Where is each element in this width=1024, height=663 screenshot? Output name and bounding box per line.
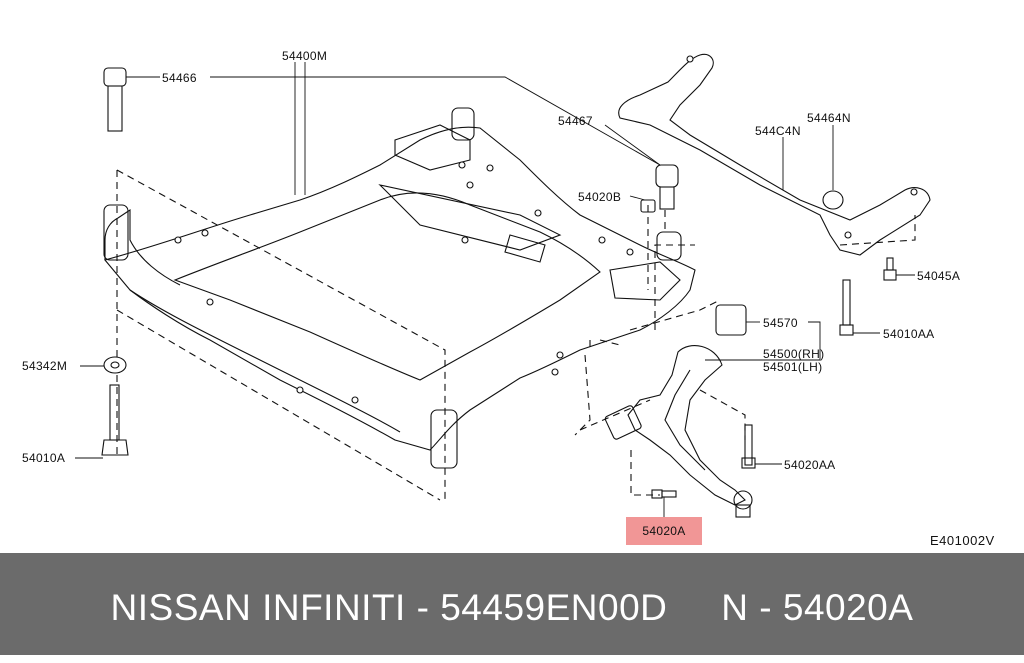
washer-54342M bbox=[103, 356, 127, 374]
callout-54020AA: 54020AA bbox=[784, 458, 836, 472]
callout-54400M: 54400M bbox=[282, 49, 328, 63]
stabilizer-bar bbox=[618, 53, 931, 256]
bushing-rear-left bbox=[430, 409, 458, 469]
bushing-54570 bbox=[715, 304, 747, 336]
lower-arm-inner bbox=[664, 369, 706, 471]
bolt-54466 bbox=[103, 67, 127, 132]
callout-54020A: 54020A bbox=[642, 524, 686, 538]
bolt-54010A bbox=[101, 384, 129, 456]
footer-banner: NISSAN INFINITI - 54459EN00D N - 54020A bbox=[0, 553, 1024, 655]
bushing-front-right bbox=[451, 107, 475, 141]
subframe-left-rail bbox=[104, 208, 181, 286]
callout-54010AA: 54010AA bbox=[883, 327, 935, 341]
subframe-rear-edge bbox=[129, 289, 401, 433]
arm-front-bushing bbox=[604, 405, 642, 440]
leader-54467 bbox=[210, 76, 661, 166]
callout-54342M: 54342M bbox=[22, 359, 68, 373]
ball-joint bbox=[733, 490, 753, 510]
highlight-box bbox=[626, 517, 702, 545]
bolt-54045A bbox=[883, 257, 897, 281]
subframe-outline bbox=[104, 126, 696, 451]
callout-54500-rh: 54500(RH) bbox=[763, 347, 825, 361]
bolt-54020AA bbox=[741, 424, 756, 469]
callout-54020B: 54020B bbox=[578, 190, 622, 204]
callout-54010A: 54010A bbox=[22, 451, 66, 465]
subframe-slot bbox=[504, 234, 546, 263]
callout-54464N: 54464N bbox=[807, 111, 851, 125]
bolt-54467 bbox=[655, 164, 679, 210]
stabilizer-bushing bbox=[822, 190, 844, 210]
callout-54501-lh: 54501(LH) bbox=[763, 360, 823, 374]
footer-text: NISSAN INFINITI - 54459EN00D N - 54020A bbox=[110, 587, 914, 628]
parts-diagram: 54400M 54466 54467 54020B 544C4N 54464N … bbox=[22, 49, 995, 548]
subframe-inner bbox=[173, 192, 601, 381]
subframe-front-bracket bbox=[394, 124, 471, 171]
callout-544C4N: 544C4N bbox=[755, 124, 801, 138]
nut-54020B bbox=[640, 199, 656, 213]
bushing-front-left bbox=[103, 204, 129, 261]
bushing-rear-right bbox=[656, 231, 682, 261]
lower-control-arm bbox=[627, 345, 746, 506]
bolt-54020A bbox=[651, 489, 677, 499]
subframe-right-mount-plate bbox=[609, 261, 681, 301]
diagram-artwork bbox=[75, 53, 931, 518]
subframe-crossmember bbox=[378, 184, 562, 251]
callout-54466: 54466 bbox=[162, 71, 197, 85]
bolt-54010AA bbox=[839, 279, 854, 336]
callout-54570: 54570 bbox=[763, 316, 798, 330]
callout-54467: 54467 bbox=[558, 114, 593, 128]
callout-54045A: 54045A bbox=[917, 269, 961, 283]
leader-54020B bbox=[629, 195, 646, 201]
diagram-code: E401002V bbox=[930, 533, 995, 548]
